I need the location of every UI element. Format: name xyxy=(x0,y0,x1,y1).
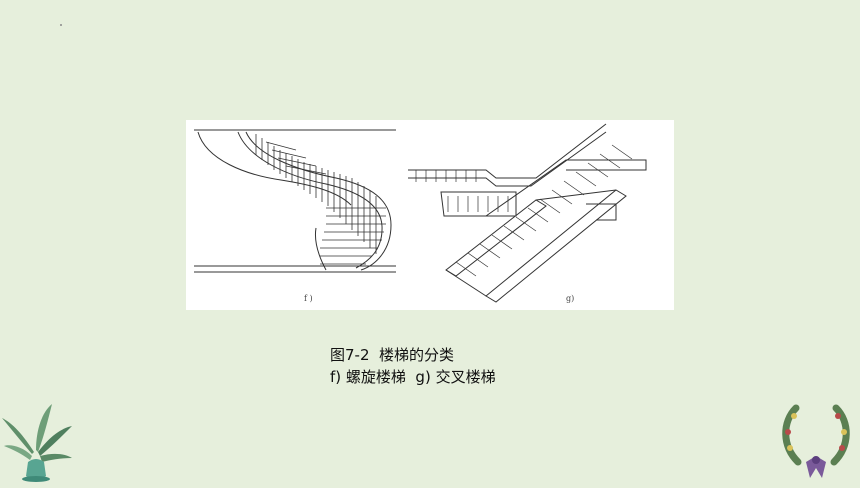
figure-caption: 图7-2 楼梯的分类 f) 螺旋楼梯 g) 交叉楼梯 xyxy=(330,344,496,388)
crossing-staircase-drawing xyxy=(408,123,647,303)
wreath-icon xyxy=(774,398,860,488)
plant-vase-icon xyxy=(0,400,76,488)
dot-mark xyxy=(60,24,62,26)
staircase-drawings xyxy=(194,123,647,303)
staircase-figure xyxy=(186,120,674,310)
spiral-staircase-drawing xyxy=(194,129,396,273)
figure-label-f: f ) xyxy=(304,294,313,303)
figure-label-g: g) xyxy=(566,294,575,303)
caption-subtitle: f) 螺旋楼梯 g) 交叉楼梯 xyxy=(330,368,496,386)
caption-title: 图7-2 楼梯的分类 xyxy=(330,346,455,364)
